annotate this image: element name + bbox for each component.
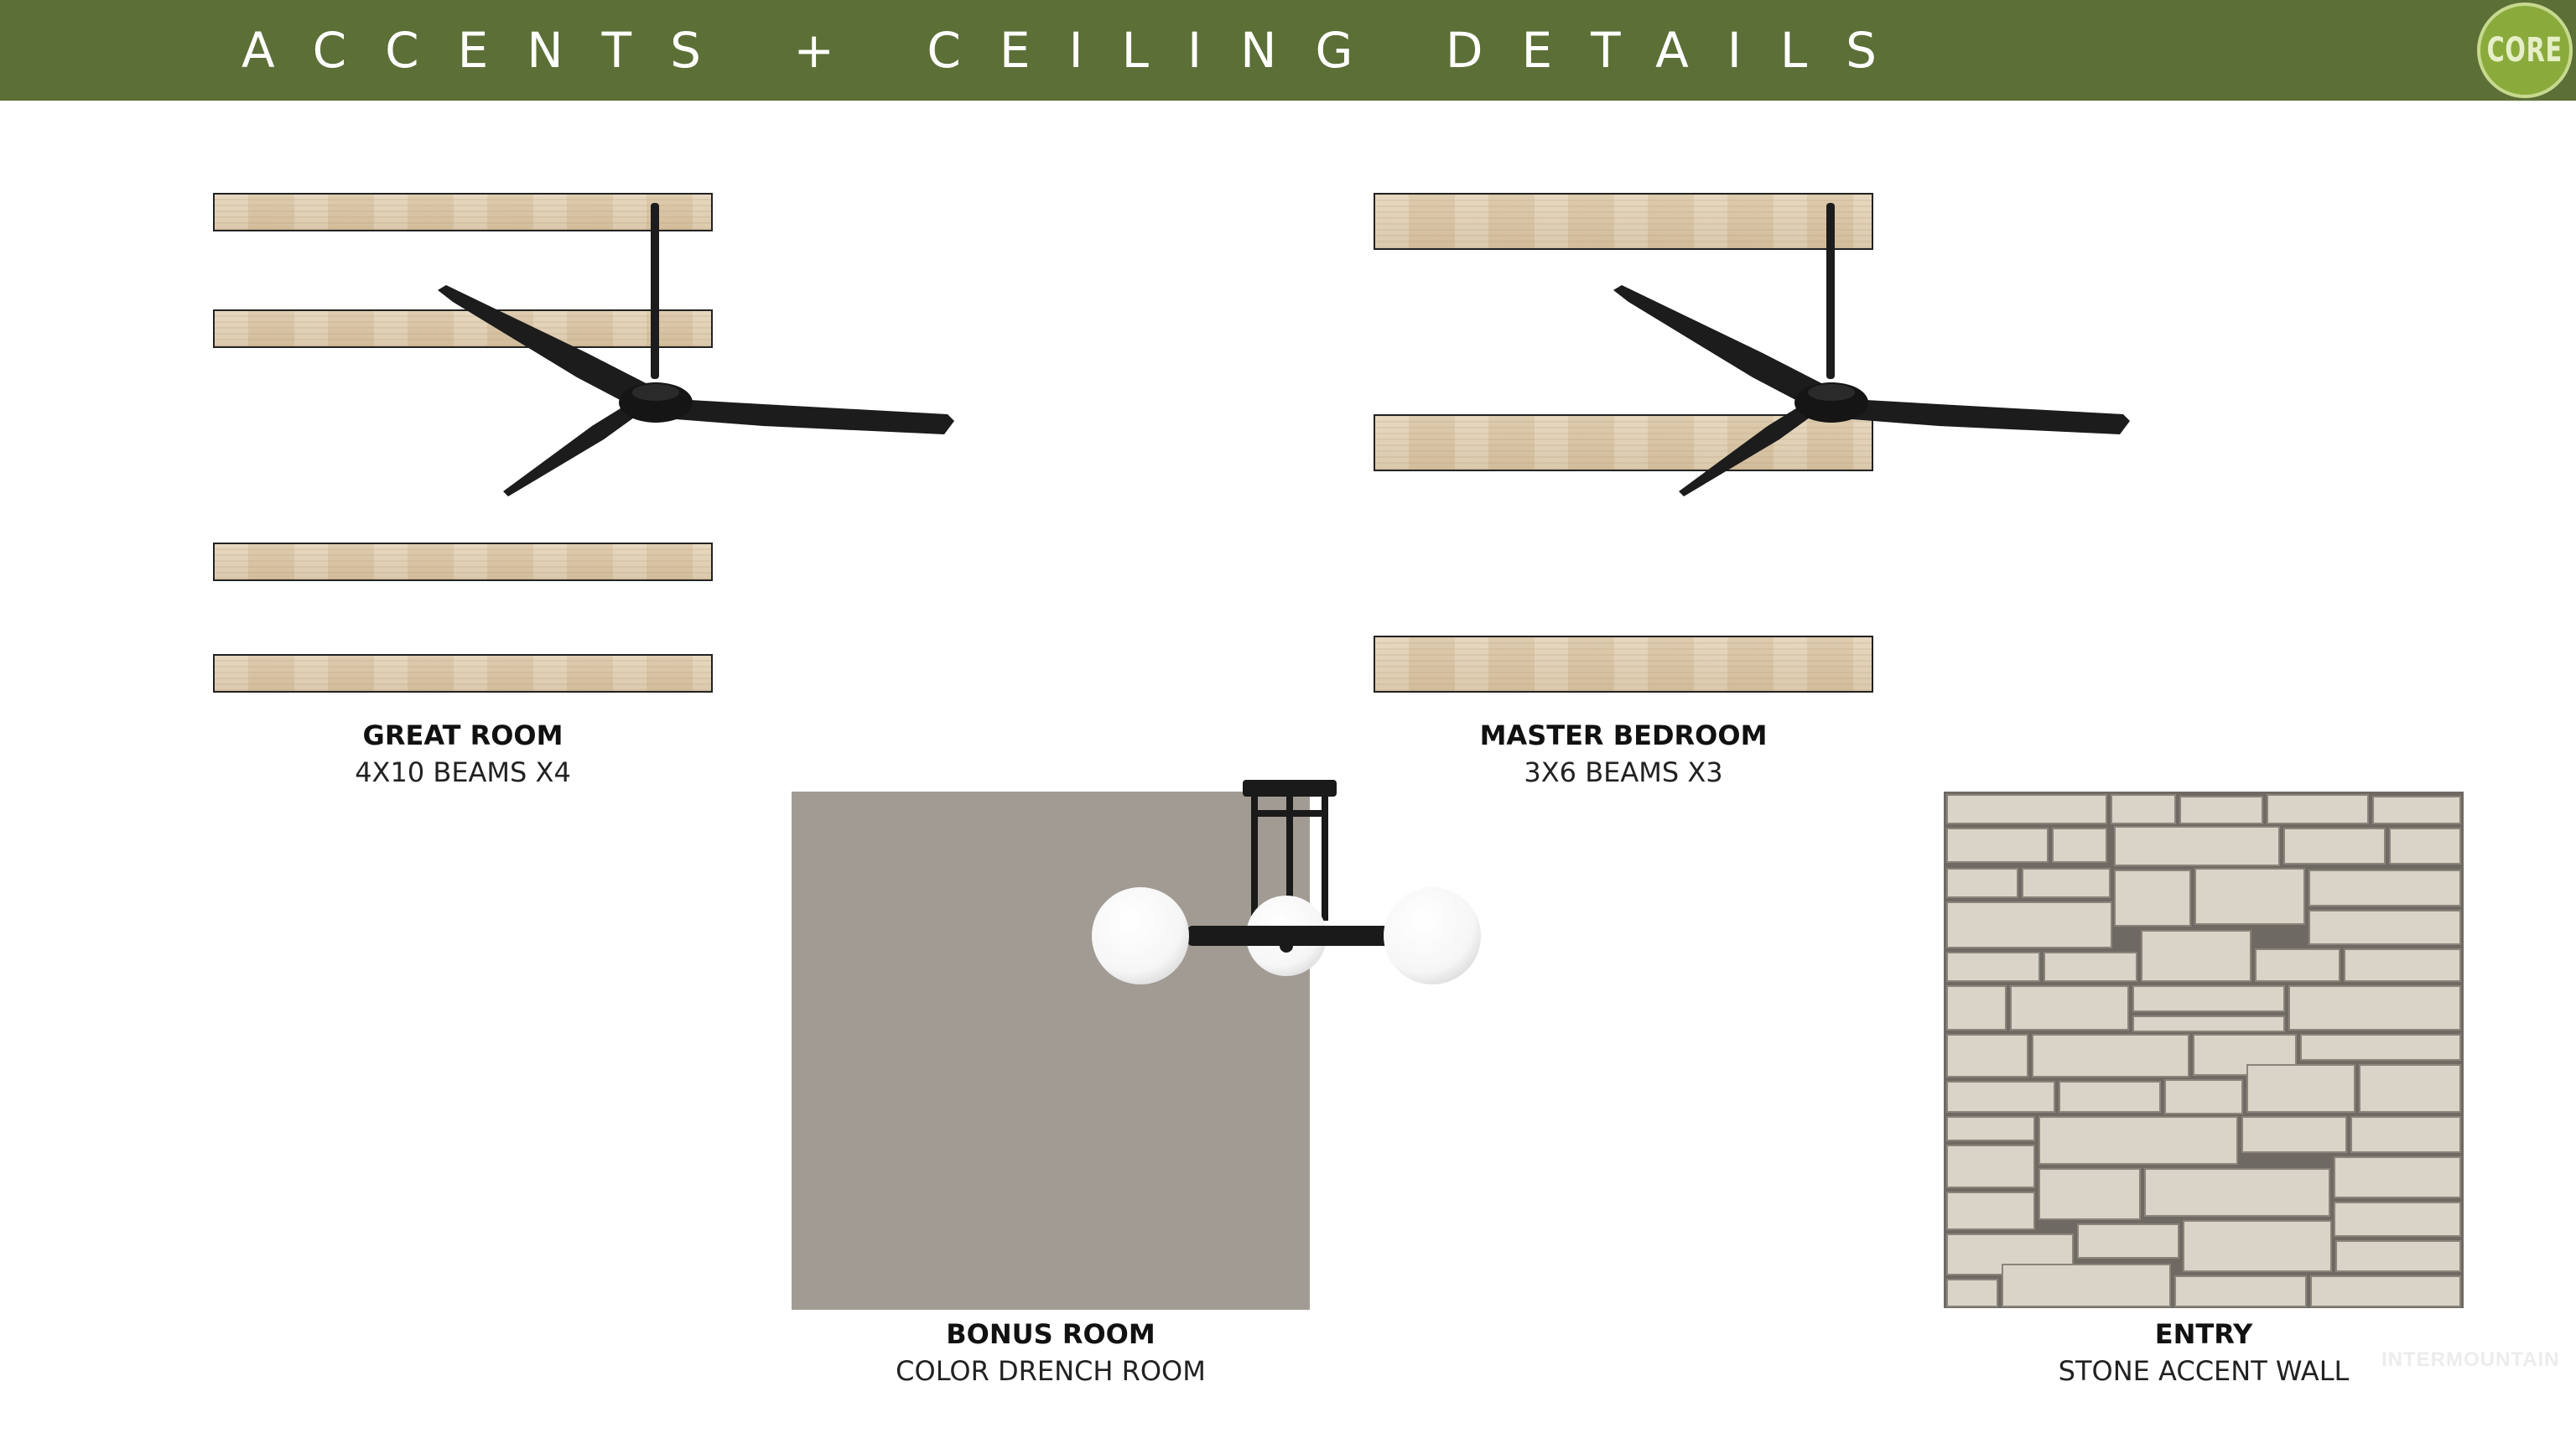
bonus-room-title: BONUS ROOM	[946, 1318, 1156, 1350]
entry-title: ENTRY	[2154, 1318, 2253, 1350]
color-drench-swatch	[792, 792, 1310, 1310]
ceiling-fan-icon	[1613, 203, 2130, 496]
great-room-beam-2	[213, 309, 713, 348]
watermark: INTERMOUNTAIN	[2381, 1348, 2560, 1371]
stacked-stone-icon	[1944, 792, 2464, 1308]
great-room-beam-4	[213, 654, 713, 693]
entry-subtitle: STONE ACCENT WALL	[2058, 1355, 2350, 1387]
ceiling-fan-icon	[438, 203, 954, 496]
header-bar: ACCENTS + CEILING DETAILS CORE	[0, 0, 2576, 101]
master-bedroom-title: MASTER BEDROOM	[1479, 719, 1768, 751]
bonus-room-caption: BONUS ROOM COLOR DRENCH ROOM	[792, 1318, 1310, 1387]
core-logo: CORE	[2477, 3, 2573, 98]
logo-text: CORE	[2486, 31, 2563, 70]
master-bedroom-beam-3	[1374, 636, 1873, 693]
great-room-beam-3	[213, 543, 713, 581]
entry-caption: ENTRY STONE ACCENT WALL	[1944, 1318, 2464, 1387]
great-room-subtitle: 4X10 BEAMS X4	[355, 756, 571, 788]
master-bedroom-beam-1	[1374, 193, 1873, 250]
great-room-title: GREAT ROOM	[362, 719, 564, 751]
master-bedroom-caption: MASTER BEDROOM 3X6 BEAMS X3	[1374, 719, 1873, 788]
bonus-room-subtitle: COLOR DRENCH ROOM	[896, 1355, 1206, 1387]
master-bedroom-subtitle: 3X6 BEAMS X3	[1524, 756, 1723, 788]
page-title: ACCENTS + CEILING DETAILS	[242, 22, 1915, 79]
globe-light-fixture-icon	[1092, 780, 1481, 984]
great-room-beam-1	[213, 193, 713, 231]
great-room-caption: GREAT ROOM 4X10 BEAMS X4	[213, 719, 713, 788]
